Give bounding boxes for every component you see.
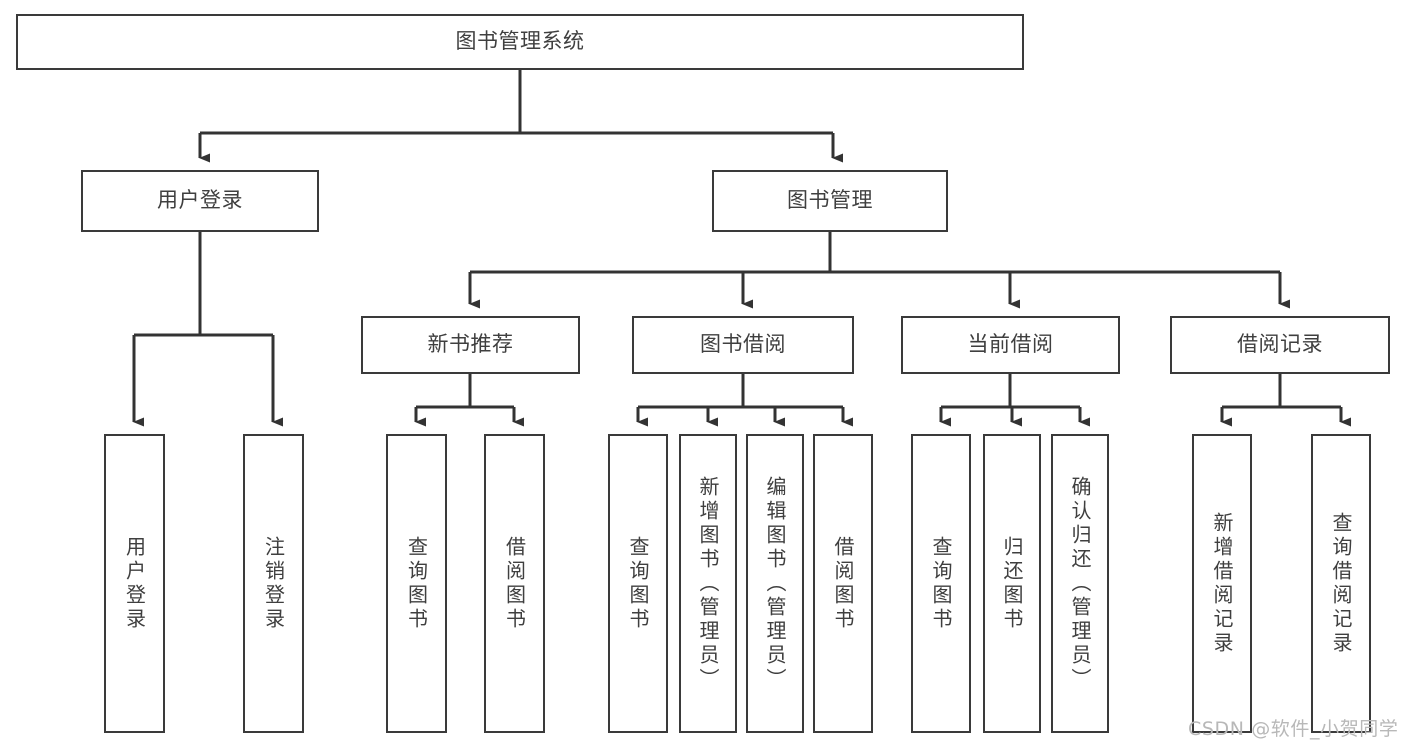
node-label: 借阅记录 bbox=[1237, 332, 1323, 357]
node-label: 新书推荐 bbox=[427, 332, 514, 357]
node-label: 图书管理 bbox=[787, 188, 873, 213]
leaf-label: 归还图书 bbox=[1000, 535, 1024, 632]
leaf-label: 查询图书 bbox=[626, 535, 650, 632]
leaf-label: 用户登录 bbox=[122, 535, 147, 632]
node-new-book-recommendation[interactable]: 新书推荐 bbox=[361, 316, 580, 374]
node-root-label: 图书管理系统 bbox=[455, 29, 585, 54]
node-label: 用户登录 bbox=[157, 188, 243, 213]
leaf-label: 借阅图书 bbox=[502, 535, 527, 632]
leaf-label: 借阅图书 bbox=[831, 535, 855, 632]
leaf-return-books[interactable]: 归还图书 bbox=[983, 434, 1041, 733]
leaf-label: 确认归还（管理员） bbox=[1068, 475, 1092, 692]
node-book-borrowing[interactable]: 图书借阅 bbox=[632, 316, 854, 374]
leaf-label: 查询图书 bbox=[404, 535, 429, 632]
leaf-add-borrow-record[interactable]: 新增借阅记录 bbox=[1192, 434, 1252, 733]
leaf-label: 新增借阅记录 bbox=[1210, 511, 1234, 656]
leaf-confirm-return-admin[interactable]: 确认归还（管理员） bbox=[1051, 434, 1109, 733]
leaf-label: 注销登录 bbox=[261, 535, 286, 632]
leaf-borrow-books[interactable]: 借阅图书 bbox=[813, 434, 873, 733]
node-current-borrowing[interactable]: 当前借阅 bbox=[901, 316, 1120, 374]
leaf-label: 查询图书 bbox=[929, 535, 953, 632]
leaf-borrow-books-recommend[interactable]: 借阅图书 bbox=[484, 434, 545, 733]
leaf-label: 查询借阅记录 bbox=[1329, 511, 1353, 656]
csdn-watermark: CSDN @软件_小贺同学 bbox=[1188, 718, 1399, 740]
node-label: 图书借阅 bbox=[700, 332, 786, 357]
node-user-login[interactable]: 用户登录 bbox=[81, 170, 319, 232]
node-borrowing-records[interactable]: 借阅记录 bbox=[1170, 316, 1390, 374]
leaf-search-books-recommend[interactable]: 查询图书 bbox=[386, 434, 447, 733]
leaf-label: 编辑图书（管理员） bbox=[763, 475, 787, 692]
leaf-label: 新增图书（管理员） bbox=[696, 475, 720, 692]
node-root-system[interactable]: 图书管理系统 bbox=[16, 14, 1024, 70]
node-book-management[interactable]: 图书管理 bbox=[712, 170, 948, 232]
leaf-edit-book-admin[interactable]: 编辑图书（管理员） bbox=[746, 434, 804, 733]
leaf-add-book-admin[interactable]: 新增图书（管理员） bbox=[679, 434, 737, 733]
leaf-user-login[interactable]: 用户登录 bbox=[104, 434, 165, 733]
leaf-search-books-borrow[interactable]: 查询图书 bbox=[608, 434, 668, 733]
leaf-search-borrow-record[interactable]: 查询借阅记录 bbox=[1311, 434, 1371, 733]
node-label: 当前借阅 bbox=[967, 332, 1054, 357]
leaf-search-books-current[interactable]: 查询图书 bbox=[911, 434, 971, 733]
leaf-logout[interactable]: 注销登录 bbox=[243, 434, 304, 733]
